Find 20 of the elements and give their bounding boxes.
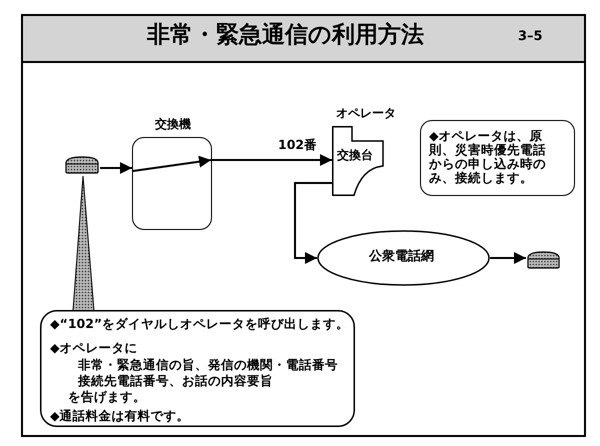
note-text: ◆オペレータは、原則、災害時優先電話からの申し込み時のみ、接続します。 [429,129,547,185]
edge-label: 102番 [277,138,318,152]
callout-text: 接続先電話番号、お話の内容要旨 [78,374,273,388]
switch-label: 交換機 [155,118,191,132]
callout-text: 非常・緊急通信の旨、発信の機関・電話番号 [78,358,338,372]
operator-label: オペレータ [336,107,396,121]
note-box [420,120,575,196]
callout-text: ◆“102”をダイヤルしオペレータを呼び出します。 [50,317,350,332]
title: 非常・緊急通信の利用方法 [147,22,424,48]
arrow [100,162,132,174]
page-number: 3–5 [518,30,543,45]
console-label: 交換台 [337,149,373,163]
callout-pointer [72,176,95,312]
callout-text: ◆通話料金は有料です。 [50,409,190,424]
arrow [490,252,526,264]
callout-text: を告げます。 [68,390,146,404]
network-label: 公衆電話網 [369,250,434,265]
arrow [212,154,332,166]
arrow [294,182,332,264]
callout-text: ◆オペレータに [50,341,138,356]
